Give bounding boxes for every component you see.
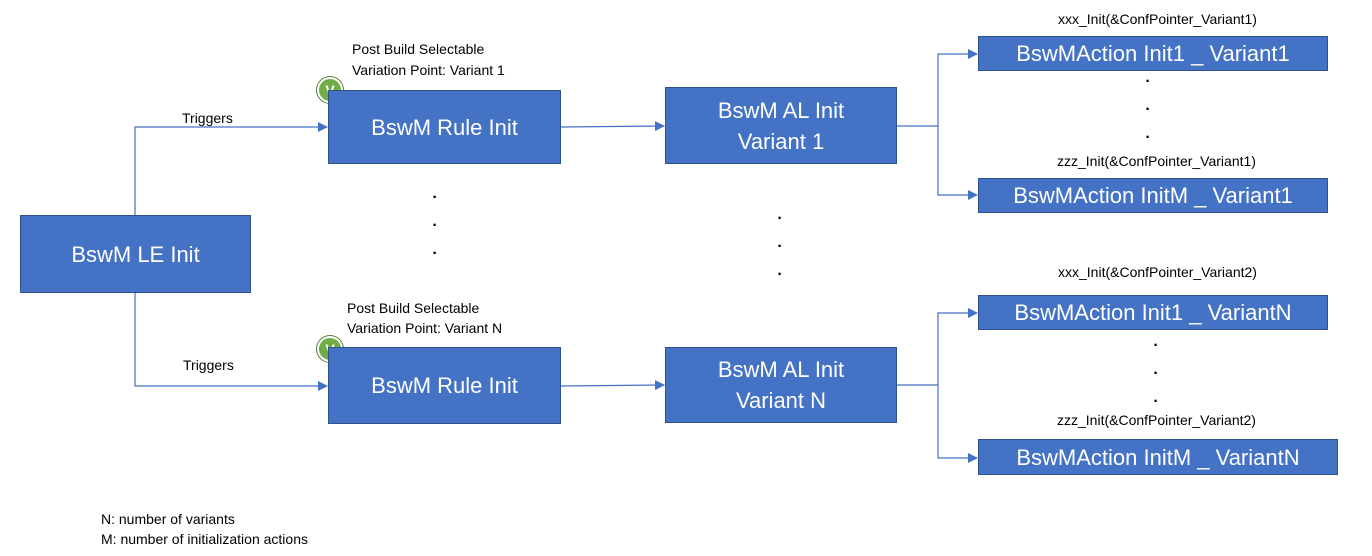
- connector-le-to-ruleN: [134, 293, 328, 391]
- le-init-label: BswM LE Init: [71, 241, 200, 267]
- rule-init-label-variantN: BswM Rule Init: [371, 373, 518, 398]
- action-initM-box-variantN: BswMAction InitM _ VariantN: [978, 439, 1338, 475]
- func-label-variant1-action1: xxx_Init(&ConfPointer_Variant1): [1058, 11, 1257, 27]
- pbs-label-variantN-line1: Post Build Selectable: [347, 300, 480, 316]
- connector-alN-to-action1: [937, 308, 978, 385]
- connector-le-to-rule1: [134, 122, 328, 215]
- pbs-label-variant1-line1: Post Build Selectable: [352, 41, 485, 57]
- al-init-label-variant1-line1: BswM AL Init: [717, 97, 845, 123]
- ellipsis-al: · · ·: [777, 210, 783, 283]
- action-initM-box-variant1: BswMAction InitM _ Variant1: [978, 178, 1328, 213]
- triggers-label-bottom: Triggers: [183, 357, 234, 373]
- rule-init-box-variantN: BswM Rule Init: [328, 347, 561, 424]
- ellipsis-actions-variant1: · · ·: [1145, 73, 1151, 146]
- al-init-label-variantN-line2: Variant N: [735, 388, 827, 413]
- action-initM-label-variantN: BswMAction InitM _ VariantN: [1016, 444, 1300, 470]
- action-init1-box-variant1: BswMAction Init1 _ Variant1: [978, 36, 1328, 71]
- func-label-variantN-action1: xxx_Init(&ConfPointer_Variant2): [1058, 264, 1257, 280]
- legend-m: M: number of initialization actions: [101, 531, 308, 547]
- action-initM-label-variant1: BswMAction InitM _ Variant1: [1013, 183, 1293, 208]
- legend-n: N: number of variants: [101, 511, 235, 527]
- al-init-box-variant1: BswM AL Init Variant 1: [665, 87, 897, 164]
- action-init1-label-variant1: BswMAction Init1 _ Variant1: [1016, 41, 1290, 66]
- rule-init-label-variant1: BswM Rule Init: [371, 114, 518, 140]
- action-init1-box-variantN: BswMAction Init1 _ VariantN: [978, 295, 1328, 330]
- func-label-variantN-actionM: zzz_Init(&ConfPointer_Variant2): [1057, 412, 1256, 428]
- ellipsis-actions-variantN: · · ·: [1153, 337, 1159, 410]
- ellipsis-rules: · · ·: [432, 189, 438, 262]
- connector-al1-to-actionM: [937, 126, 978, 200]
- al-init-box-variantN: BswM AL Init Variant N: [665, 347, 897, 423]
- action-init1-label-variantN: BswMAction Init1 _ VariantN: [1014, 300, 1292, 325]
- connector-rule1-to-al1: [560, 121, 665, 132]
- pbs-label-variantN-line2: Variation Point: Variant N: [347, 320, 503, 336]
- rule-init-box-variant1: BswM Rule Init: [328, 90, 561, 164]
- func-label-variant1-actionM: zzz_Init(&ConfPointer_Variant1): [1057, 153, 1256, 169]
- al-init-label-variant1-line2: Variant 1: [737, 128, 825, 154]
- pbs-label-variant1-line2: Variation Point: Variant 1: [352, 62, 505, 78]
- connector-ruleN-to-alN: [560, 380, 665, 391]
- triggers-label-top: Triggers: [182, 110, 233, 126]
- connector-alN-to-actionM: [937, 385, 978, 463]
- le-init-box: BswM LE Init: [20, 215, 251, 293]
- connector-al1-to-action1: [937, 49, 978, 126]
- al-init-label-variantN-line1: BswM AL Init: [717, 357, 845, 382]
